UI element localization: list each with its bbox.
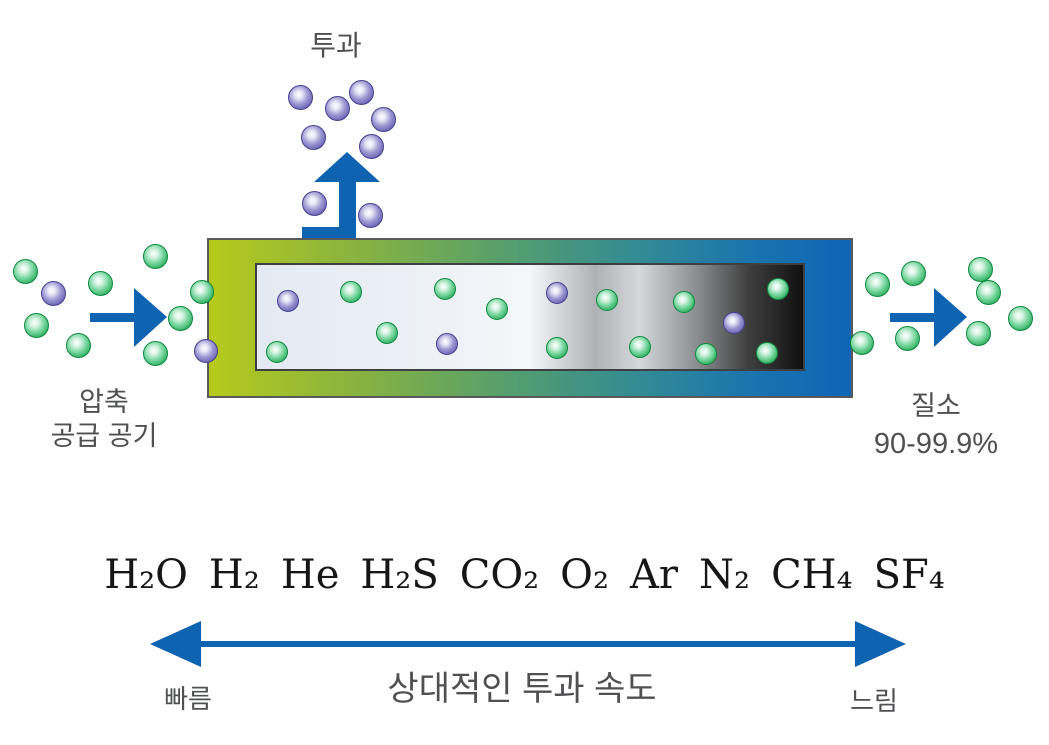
green-molecule bbox=[376, 322, 398, 344]
green-molecule bbox=[767, 278, 789, 300]
green-molecule bbox=[340, 281, 362, 303]
green-molecule bbox=[629, 336, 651, 358]
green-molecule bbox=[142, 340, 168, 366]
purple-molecule bbox=[436, 333, 458, 355]
purple-molecule bbox=[358, 133, 384, 159]
scale-fast-label: 빠름 bbox=[164, 684, 212, 714]
purple-molecule bbox=[357, 202, 383, 228]
green-molecule bbox=[23, 312, 49, 338]
purple-molecule bbox=[301, 190, 327, 216]
purple-molecule bbox=[324, 95, 350, 121]
feed-label-line2: 공급 공기 bbox=[50, 421, 158, 451]
purple-molecule bbox=[370, 106, 396, 132]
gas-formula: Ar bbox=[630, 552, 679, 598]
gas-formula: O₂ bbox=[560, 552, 609, 598]
green-molecule bbox=[975, 279, 1001, 305]
green-molecule bbox=[850, 331, 874, 355]
green-molecule bbox=[900, 260, 926, 286]
green-molecule bbox=[142, 243, 168, 269]
feed-label: 압축 공급 공기 bbox=[51, 385, 158, 453]
green-molecule bbox=[486, 298, 508, 320]
scale-slow-label: 느림 bbox=[850, 686, 898, 716]
gas-formula: H₂O bbox=[104, 552, 188, 598]
gas-formula: H₂ bbox=[208, 552, 260, 598]
purple-molecule bbox=[277, 290, 299, 312]
purple-molecule bbox=[40, 280, 66, 306]
permeate-arrow-icon bbox=[302, 152, 380, 238]
nitrogen-label: 질소 90-99.9% bbox=[874, 390, 998, 461]
feed-arrow-icon bbox=[90, 288, 167, 347]
green-molecule bbox=[65, 332, 91, 358]
purple-molecule bbox=[348, 79, 374, 105]
feed-label-line1: 압축 bbox=[79, 387, 129, 417]
green-molecule bbox=[87, 270, 113, 296]
purple-molecule bbox=[194, 339, 218, 363]
gas-row: H₂O H₂ He H₂S CO₂ O₂ Ar N₂ CH₄ SF₄ bbox=[104, 552, 945, 598]
gas-formula: CH₄ bbox=[771, 552, 853, 598]
green-molecule bbox=[546, 337, 568, 359]
green-molecule bbox=[167, 305, 193, 331]
green-molecule bbox=[894, 325, 920, 351]
green-molecule bbox=[434, 278, 456, 300]
green-molecule bbox=[864, 271, 890, 297]
outlet-arrow-icon bbox=[890, 288, 967, 347]
rate-scale-arrow-icon bbox=[150, 621, 906, 667]
purple-molecule bbox=[300, 124, 326, 150]
green-molecule bbox=[673, 291, 695, 313]
gas-formula: H₂S bbox=[360, 552, 439, 598]
green-molecule bbox=[965, 320, 991, 346]
gas-formula: He bbox=[280, 552, 340, 598]
nitrogen-label-line: 질소 bbox=[911, 391, 961, 421]
purple-molecule bbox=[287, 84, 313, 110]
nitrogen-purity: 90-99.9% bbox=[873, 428, 999, 460]
purple-molecule bbox=[723, 312, 745, 334]
green-molecule bbox=[190, 280, 214, 304]
green-molecule bbox=[266, 341, 288, 363]
green-molecule bbox=[695, 343, 717, 365]
gas-formula: SF₄ bbox=[873, 552, 945, 598]
purple-molecule bbox=[546, 282, 568, 304]
green-molecule bbox=[1007, 305, 1033, 331]
green-molecule bbox=[596, 289, 618, 311]
gas-formula: CO₂ bbox=[459, 552, 540, 598]
gas-formula: N₂ bbox=[699, 552, 751, 598]
green-molecule bbox=[12, 258, 38, 284]
green-molecule bbox=[756, 342, 778, 364]
scale-title-label: 상대적인 투과 속도 bbox=[387, 670, 657, 708]
green-molecule bbox=[967, 256, 993, 282]
permeate-label: 투과 bbox=[310, 30, 362, 61]
